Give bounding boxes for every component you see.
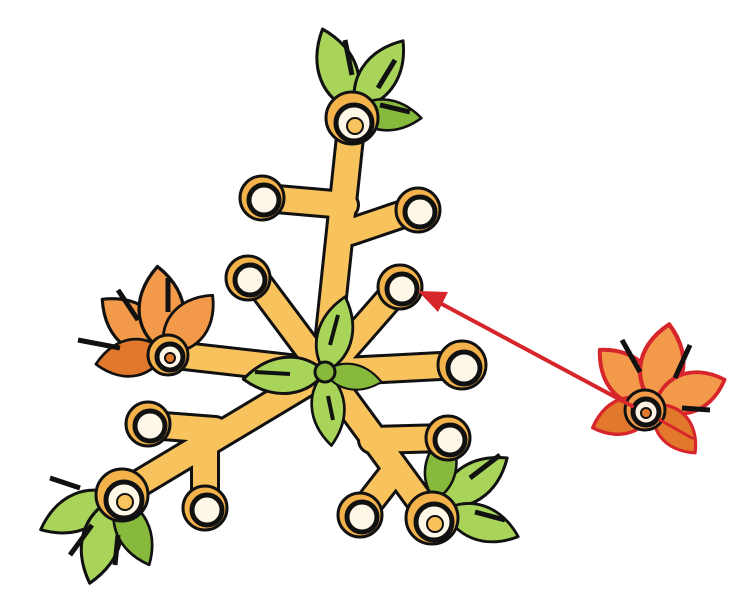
target-connector-ring [378, 265, 422, 309]
connector-ring [126, 402, 170, 446]
connector-ring [96, 469, 148, 521]
connector-ring [426, 416, 470, 460]
connector-ring [183, 486, 227, 530]
connector-ring [406, 492, 458, 544]
connector-ring [326, 92, 378, 144]
connector-ring [438, 341, 486, 389]
connector-ring [240, 176, 284, 220]
connector-ring [396, 188, 440, 232]
connector-ring [226, 256, 270, 300]
connector-ring [148, 335, 188, 375]
connector-ring [338, 493, 382, 537]
